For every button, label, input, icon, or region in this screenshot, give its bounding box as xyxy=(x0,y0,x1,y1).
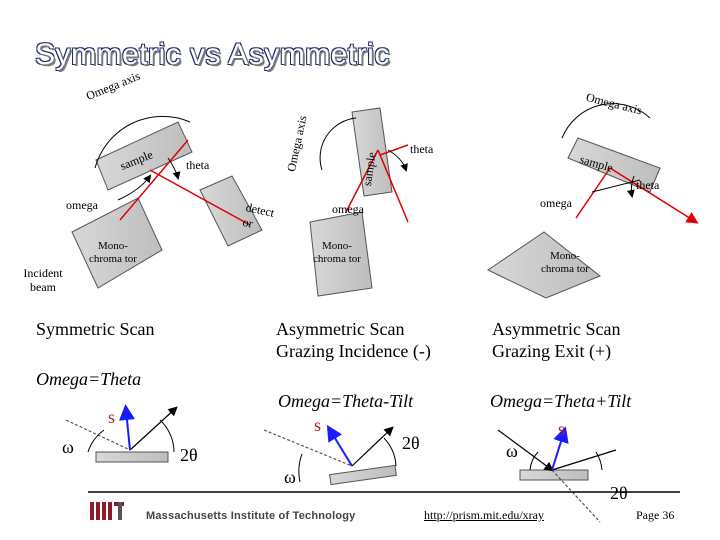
s-vector-label: s xyxy=(558,419,566,439)
incident-beam-red xyxy=(345,149,379,213)
theta-arc xyxy=(626,175,635,198)
symmetric-scan-caption: Symmetric Scan xyxy=(36,319,155,339)
diffracted-ray xyxy=(129,406,178,451)
institute-name: Massachusetts Institute of Technology xyxy=(146,510,356,522)
monochromator-label: Mono- chroma tor xyxy=(89,240,137,265)
omega-label: omega xyxy=(332,202,364,216)
two-theta-arc xyxy=(159,419,175,453)
s-vector-label: s xyxy=(314,415,322,435)
diffracted-beam-red xyxy=(377,149,409,223)
monochromator-block xyxy=(309,211,373,297)
omega-label: omega xyxy=(540,196,572,210)
s-vector-label: s xyxy=(108,407,116,427)
incident-beam-red xyxy=(119,139,189,221)
theta-label: theta xyxy=(410,142,434,156)
diffracted-ray xyxy=(351,426,394,467)
incident-beam-label: Incident beam xyxy=(23,266,63,294)
geometry-grazing-incidence xyxy=(263,424,397,486)
scattering-vector xyxy=(326,424,353,467)
diffracted-beam-red xyxy=(609,167,699,224)
omega-symbol: ω xyxy=(62,437,74,457)
geometry-grazing-exit xyxy=(497,426,617,523)
diffracted-beam-red xyxy=(149,169,251,226)
scattering-vector xyxy=(551,426,569,471)
theta-arc xyxy=(167,157,181,180)
theta-label: theta xyxy=(636,178,660,192)
incident-ray xyxy=(497,429,554,472)
two-theta-arc xyxy=(595,451,603,471)
sample-block xyxy=(567,137,661,193)
mit-logo xyxy=(90,502,124,520)
xray-link[interactable]: http://prism.mit.edu/xray xyxy=(424,508,544,522)
two-theta-label: 2θ xyxy=(610,483,628,503)
incident-ray xyxy=(263,429,353,467)
tilt-line xyxy=(591,179,641,193)
diagram-grazing-exit xyxy=(487,103,699,299)
incident-beam-red xyxy=(575,167,611,219)
omega-theta-equation: Omega=Theta xyxy=(36,369,142,389)
two-theta-label: 2θ xyxy=(180,445,198,465)
diffracted-ray xyxy=(551,469,601,523)
two-theta-label: 2θ xyxy=(402,433,420,453)
asym-minus-caption: Asymmetric Scan Grazing Incidence (-) xyxy=(276,319,431,361)
monochromator-label: Mono- chroma tor xyxy=(541,250,589,275)
geometry-symmetric xyxy=(65,404,178,463)
theta-label: theta xyxy=(186,158,210,172)
omega-axis-arc xyxy=(561,103,651,139)
omega-angle-arc xyxy=(298,453,303,483)
sample-block xyxy=(95,121,193,191)
omega-symbol: ω xyxy=(284,467,296,487)
omega-angle-arc xyxy=(87,429,105,453)
diagram-symmetric xyxy=(71,115,263,289)
monochromator-block xyxy=(71,197,163,289)
monochromator-block xyxy=(487,231,601,299)
omega-axis-arc xyxy=(94,115,191,169)
omega-arc xyxy=(117,174,152,201)
omega-symbol: ω xyxy=(506,441,518,461)
omega-axis-arc xyxy=(319,117,357,171)
omega-theta-minus-tilt: Omega=Theta-Tilt xyxy=(278,391,414,411)
scattering-vector xyxy=(119,404,135,451)
page-number: Page 36 xyxy=(636,508,675,522)
theta-arc xyxy=(387,149,408,172)
asym-plus-caption: Asymmetric Scan Grazing Exit (+) xyxy=(492,319,621,361)
sample-plate xyxy=(95,451,169,463)
page-title: Symmetric vs Asymmetric xyxy=(35,38,390,71)
omega-angle-arc xyxy=(529,451,539,471)
omega-label: omega xyxy=(66,198,98,212)
sample-plate xyxy=(329,464,397,486)
monochromator-label: Mono- chroma tor xyxy=(313,240,361,265)
detector-block xyxy=(199,175,263,247)
sample-block xyxy=(351,107,393,197)
two-theta-arc xyxy=(383,437,397,467)
omega-theta-plus-tilt: Omega=Theta+Tilt xyxy=(490,391,632,411)
diffracted-beam-tail xyxy=(379,144,409,156)
diagram-grazing-incidence xyxy=(309,107,409,297)
exit-ray xyxy=(551,449,617,471)
